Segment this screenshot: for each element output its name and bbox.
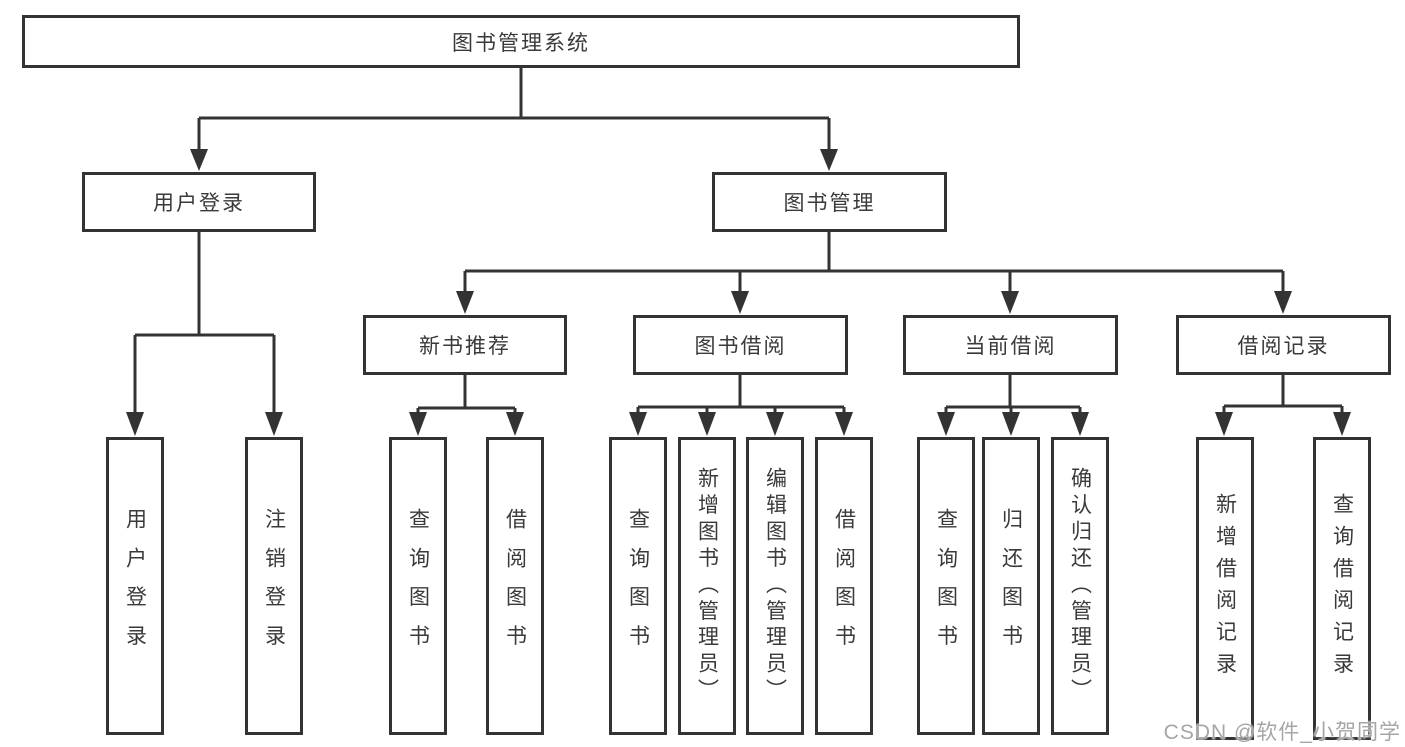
- leaf-borrow-books-recommend: 借阅图书: [486, 437, 544, 735]
- node-book-management-branch: 图书管理: [712, 172, 947, 232]
- node-user-login-branch: 用户登录: [82, 172, 316, 232]
- leaf-query-books-recommend: 查询图书: [389, 437, 447, 735]
- leaf-confirm-return-admin: 确认归还（管理员）: [1051, 437, 1109, 735]
- leaf-query-books-borrowing: 查询图书: [609, 437, 667, 735]
- leaf-user-login: 用户登录: [106, 437, 164, 735]
- arrowheads: [126, 149, 1351, 436]
- node-root-system: 图书管理系统: [22, 15, 1020, 68]
- leaf-logout: 注销登录: [245, 437, 303, 735]
- node-new-book-recommend: 新书推荐: [363, 315, 567, 375]
- leaf-add-books-admin: 新增图书（管理员）: [678, 437, 736, 735]
- node-current-borrowing: 当前借阅: [903, 315, 1118, 375]
- leaf-query-books-current: 查询图书: [917, 437, 975, 735]
- leaf-query-borrow-record: 查询借阅记录: [1313, 437, 1371, 740]
- leaf-return-books: 归还图书: [982, 437, 1040, 735]
- csdn-watermark: CSDN @软件_小贺同学: [1163, 721, 1401, 744]
- leaf-borrow-books-borrowing: 借阅图书: [815, 437, 873, 735]
- node-borrowing-records: 借阅记录: [1176, 315, 1391, 375]
- node-book-borrowing: 图书借阅: [633, 315, 848, 375]
- leaf-edit-books-admin: 编辑图书（管理员）: [746, 437, 804, 735]
- leaf-add-borrow-record: 新增借阅记录: [1196, 437, 1254, 740]
